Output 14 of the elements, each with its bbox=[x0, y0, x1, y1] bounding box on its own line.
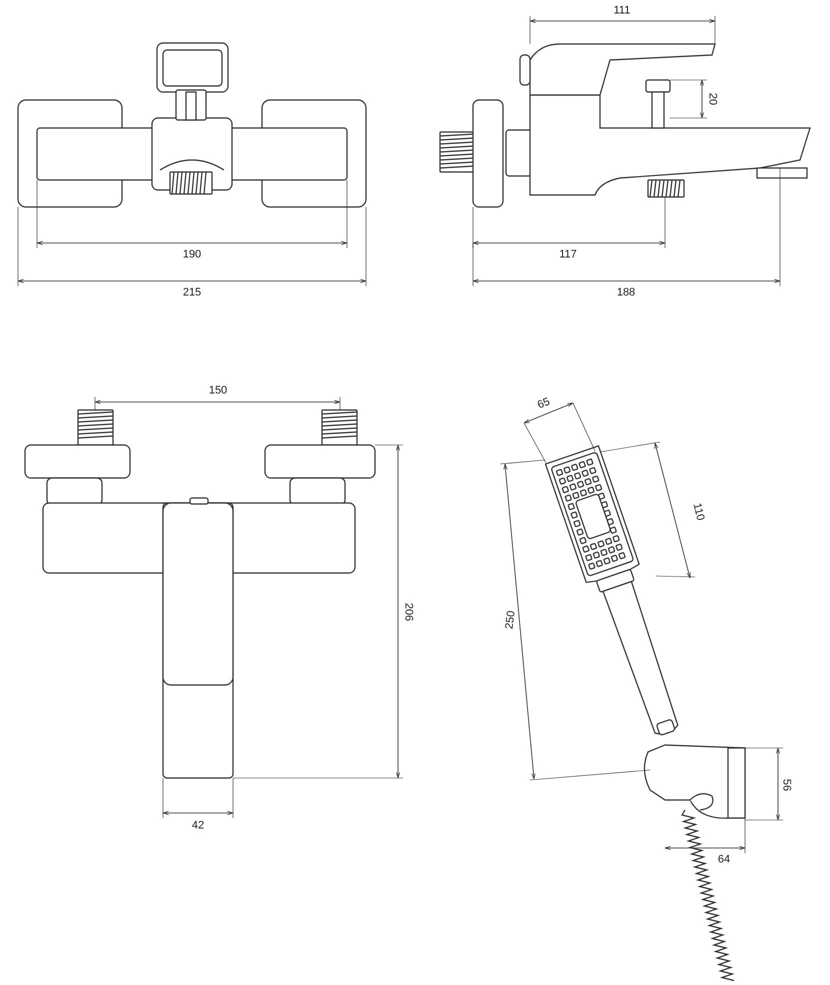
dimension-label: 188 bbox=[616, 288, 636, 298]
dimension-label: 42 bbox=[192, 820, 204, 832]
dimension-label: 150 bbox=[208, 386, 228, 396]
dimension-label: 64 bbox=[718, 854, 730, 866]
dimension-label: 206 bbox=[402, 602, 414, 622]
dimension-label: 56 bbox=[780, 778, 792, 792]
dimension-label: 250 bbox=[504, 610, 518, 630]
dimension-label: 215 bbox=[182, 288, 202, 298]
dimension-label: 20 bbox=[706, 92, 718, 106]
dimension-label: 117 bbox=[559, 250, 577, 260]
dimension-label: 110 bbox=[690, 502, 706, 522]
dimension-label: 190 bbox=[182, 250, 202, 260]
dimension-label: 65 bbox=[536, 396, 552, 412]
dimension-label: 111 bbox=[614, 6, 630, 16]
